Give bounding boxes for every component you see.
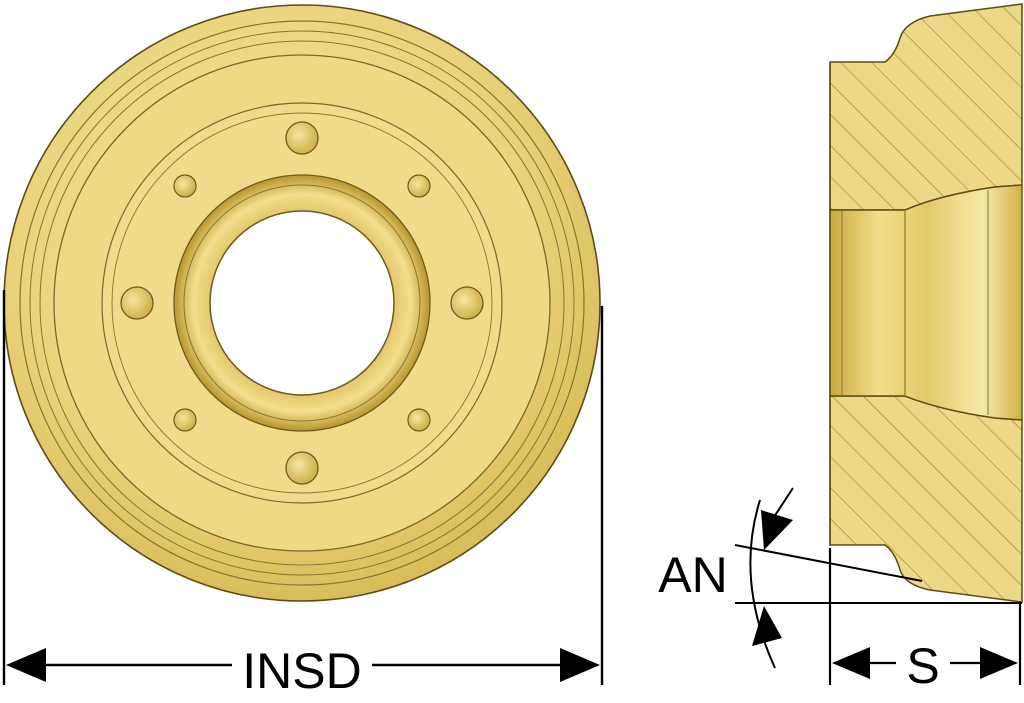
dimple-right [450, 286, 484, 320]
an-arrow-bottom [752, 606, 782, 646]
dimple-top-left [173, 174, 197, 198]
dimple-left [120, 286, 154, 320]
an-arrow-top [761, 510, 793, 550]
insert-rim-ring-3 [39, 40, 565, 566]
insd-arrow-left [6, 648, 46, 682]
dimple-top-right [407, 174, 431, 198]
indexing-dimples [120, 121, 484, 485]
s-arrow-right [980, 647, 1018, 679]
s-arrow-left [832, 647, 870, 679]
an-label: AN [658, 547, 727, 603]
s-label: S [906, 638, 939, 694]
dimple-bottom-left [173, 408, 197, 432]
bore-chamfer-ring [183, 184, 421, 422]
section-lower-body [829, 395, 1023, 603]
an-pointer-top [771, 487, 794, 521]
dimple-top [285, 121, 319, 155]
an-dimension: AN [658, 487, 1022, 669]
insert-rim-ring-1 [19, 20, 585, 586]
bore-hole [209, 210, 395, 396]
insert-front-view [3, 4, 601, 602]
section-upper-body [829, 3, 1023, 211]
insd-arrow-right [560, 648, 600, 682]
insert-inner-ring [111, 112, 493, 494]
section-bore [829, 184, 1023, 421]
insd-dimension: INSD [2, 290, 604, 699]
s-dimension: S [828, 548, 1022, 694]
insert-section-view [829, 3, 1023, 603]
insd-label: INSD [242, 643, 361, 699]
insert-rim-ring-2 [29, 30, 575, 576]
an-angle-line [734, 544, 923, 582]
dimple-bottom-right [407, 408, 431, 432]
dimple-bottom [285, 451, 319, 485]
an-arc [749, 499, 776, 669]
